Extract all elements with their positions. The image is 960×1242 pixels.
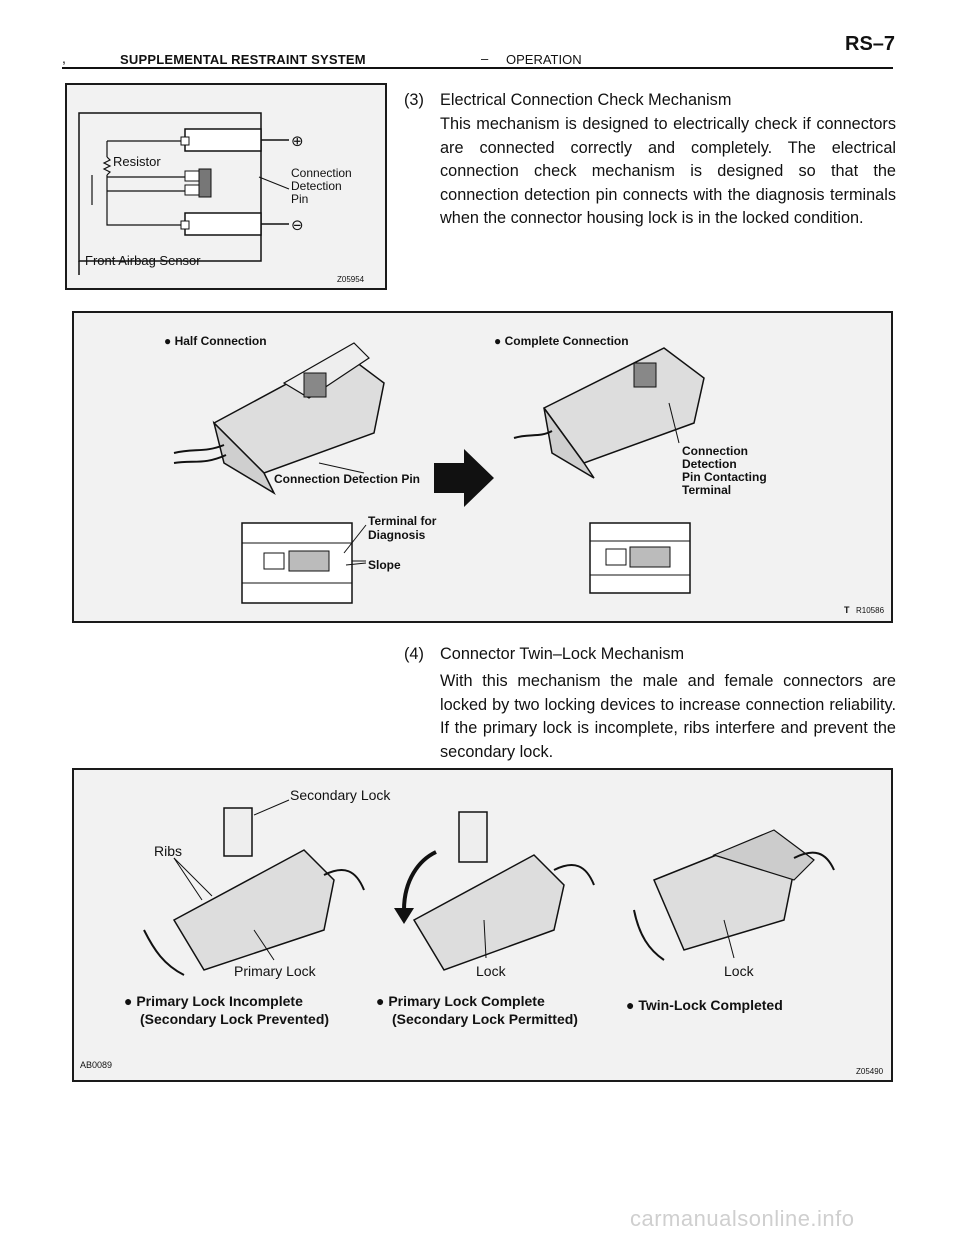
site-watermark: carmanualsonline.info	[630, 1206, 855, 1231]
figure1-code: Z05954	[337, 275, 365, 284]
caption-twin-lock-completed: ● Twin-Lock Completed	[626, 997, 783, 1013]
label-lock-middle: Lock	[476, 963, 507, 979]
header-subtitle: OPERATION	[506, 52, 582, 67]
label-minus: ⊖	[291, 216, 304, 234]
header-title: SUPPLEMENTAL RESTRAINT SYSTEM	[120, 52, 366, 67]
caption-incomplete-line1: ● Primary Lock Incomplete	[124, 993, 303, 1009]
section4-body: With this mechanism the male and female …	[440, 672, 896, 761]
complete-connection-connector	[513, 347, 705, 479]
label-terminal-line1: Terminal for	[368, 514, 437, 528]
caption-complete-line2: (Secondary Lock Permitted)	[392, 1011, 578, 1027]
complete-connection-section	[589, 522, 691, 594]
figure2-code: R10586	[856, 606, 885, 615]
label-connection-detection-pin: Connection Detection Pin	[274, 472, 420, 486]
label-half-connection: ● Half Connection	[164, 334, 267, 348]
label-complete-connection: ● Complete Connection	[494, 334, 629, 348]
label-secondary-lock: Secondary Lock	[290, 787, 391, 803]
twin-lock-completed-connector	[633, 829, 835, 961]
label-contact-line4: Terminal	[682, 483, 731, 497]
section3-heading: Electrical Connection Check Mechanism	[440, 91, 732, 109]
label-contact-line1: Connection	[682, 444, 748, 458]
figure-twin-lock: Secondary Lock Ribs Primary Lock Lock Lo…	[72, 768, 893, 1082]
label-contact-line3: Pin Contacting	[682, 470, 767, 484]
label-pin-line1: Connection	[291, 166, 352, 180]
figure3-code-right: Z05490	[856, 1067, 884, 1076]
half-connection-connector	[173, 342, 385, 495]
label-lock-right: Lock	[724, 963, 755, 979]
section4-number: (4)	[404, 645, 424, 663]
label-slope: Slope	[368, 558, 401, 572]
label-primary-lock: Primary Lock	[234, 963, 317, 979]
label-contact-line2: Detection	[682, 457, 737, 471]
label-ribs: Ribs	[154, 843, 182, 859]
header-rule	[62, 67, 893, 69]
arrow-icon	[434, 449, 494, 507]
section-mark: ,	[62, 50, 66, 66]
page-number: RS–7	[845, 33, 896, 55]
caption-incomplete-line2: (Secondary Lock Prevented)	[140, 1011, 329, 1027]
rotate-arrow-icon	[394, 908, 414, 924]
label-pin-line3: Pin	[291, 192, 308, 206]
figure-connection-states: ● Half Connection ● Complete Connection …	[72, 311, 893, 623]
label-resistor: Resistor	[113, 154, 161, 169]
label-pin-line2: Detection	[291, 179, 342, 193]
label-plus: ⊕	[291, 132, 304, 150]
section3-body: This mechanism is designed to electrical…	[440, 115, 896, 227]
figure-electrical-check: Resistor ⊕ ⊖ Connection Detection Pin Fr…	[65, 83, 387, 290]
section4-heading: Connector Twin–Lock Mechanism	[440, 645, 685, 663]
label-terminal-line2: Diagnosis	[368, 528, 426, 542]
header-separator: –	[481, 51, 489, 66]
primary-lock-incomplete-connector	[143, 807, 365, 976]
section3-number: (3)	[404, 91, 424, 109]
caption-complete-line1: ● Primary Lock Complete	[376, 993, 545, 1009]
half-connection-section	[241, 522, 366, 604]
label-front-airbag-sensor: Front Airbag Sensor	[85, 253, 201, 268]
connection-diagram: Resistor ⊕ ⊖ Connection Detection Pin Fr…	[78, 112, 365, 284]
connection-states-illustration: ● Half Connection ● Complete Connection …	[164, 334, 885, 615]
twin-lock-illustration: Secondary Lock Ribs Primary Lock Lock Lo…	[80, 787, 884, 1076]
figure2-mark: T	[844, 605, 850, 615]
primary-lock-complete-connector	[394, 811, 595, 971]
figure3-code-left: AB0089	[80, 1060, 112, 1070]
